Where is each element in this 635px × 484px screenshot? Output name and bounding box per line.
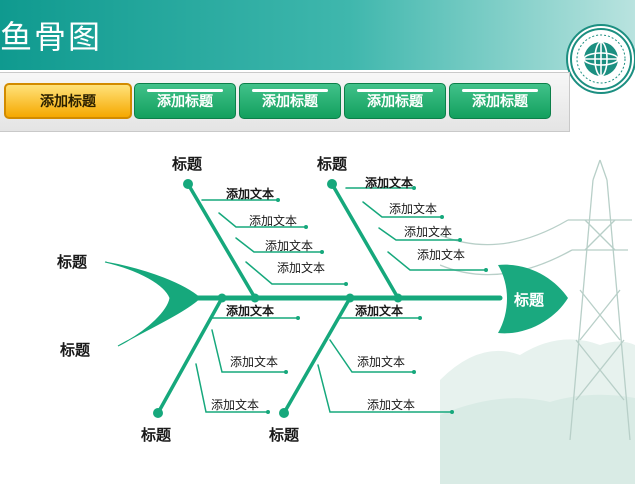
bone-bottom-right	[282, 296, 352, 415]
bone-end-dot	[153, 408, 163, 418]
item-text: 添加文本	[249, 213, 297, 228]
tab-4-highlight	[357, 89, 433, 92]
fish-head	[498, 264, 568, 334]
item-text: 添加文本	[265, 238, 313, 253]
header-banner: 鱼骨图	[0, 0, 635, 70]
page-title: 鱼骨图	[0, 18, 103, 56]
tab-3-label: 添加标题	[262, 94, 318, 110]
item-text: 添加文本	[365, 175, 413, 190]
branch-ur-4	[387, 251, 487, 271]
branch-ll-2	[211, 329, 287, 373]
spine-joint-dot	[345, 293, 355, 303]
branch-end-dot	[320, 250, 324, 254]
item-text: 添加文本	[355, 303, 403, 318]
state-grid-logo-icon	[566, 24, 635, 94]
bone-bottom-left	[156, 296, 224, 415]
tab-2[interactable]: 添加标题	[134, 83, 236, 119]
tail-title-lower: 标题	[59, 341, 91, 359]
branch-end-dot	[412, 370, 416, 374]
branch-ll-3	[195, 363, 269, 413]
item-text: 添加文本	[226, 186, 274, 201]
fishbone-diagram: 标题 标题 标题 标题 标题 标题 标题 添加文本 添加文本 添加文本 添加文本…	[56, 155, 568, 444]
bone-top-left	[186, 182, 257, 300]
branch-ul-3	[235, 237, 323, 253]
branch-end-dot	[418, 316, 422, 320]
branch-end-dot	[458, 238, 462, 242]
bone-top-right	[330, 182, 400, 300]
item-text: 添加文本	[417, 247, 465, 262]
item-text: 添加文本	[389, 201, 437, 216]
item-text: 添加文本	[230, 354, 278, 369]
branch-ur-2	[362, 201, 443, 218]
spine-joint-dot	[250, 293, 260, 303]
item-text: 添加文本	[367, 397, 415, 412]
branch-lr-2	[329, 339, 415, 373]
spine-joint-dot	[217, 293, 227, 303]
branch-end-dot	[484, 268, 488, 272]
fish-tail	[104, 261, 201, 347]
branch-end-dot	[344, 282, 348, 286]
item-text: 添加文本	[277, 260, 325, 275]
tail-title-upper: 标题	[56, 253, 88, 271]
bone-end-dot	[183, 179, 193, 189]
branch-end-dot	[440, 215, 444, 219]
bone-end-dot	[327, 179, 337, 189]
bone-title-bottom-right: 标题	[268, 426, 300, 444]
branch-lr-3	[317, 364, 453, 413]
branch-end-dot	[304, 225, 308, 229]
bone-title-bottom-left: 标题	[140, 426, 172, 444]
bone-end-dot	[279, 408, 289, 418]
branch-end-dot	[276, 198, 280, 202]
tab-2-label: 添加标题	[157, 94, 213, 110]
bone-title-top-right: 标题	[316, 155, 348, 173]
tab-1[interactable]: 添加标题	[4, 83, 132, 119]
branch-end-dot	[412, 186, 416, 190]
item-text: 添加文本	[226, 303, 274, 318]
bone-title-top-left: 标题	[171, 155, 203, 173]
branch-end-dot	[266, 410, 270, 414]
branch-ul-4	[245, 261, 347, 285]
tab-4[interactable]: 添加标题	[344, 83, 446, 119]
pylon-background-icon	[440, 159, 635, 484]
tab-2-highlight	[147, 89, 223, 92]
head-title: 标题	[513, 291, 545, 309]
item-text: 添加文本	[357, 354, 405, 369]
branch-end-dot	[450, 410, 454, 414]
branch-ur-3	[378, 227, 461, 241]
tab-3[interactable]: 添加标题	[239, 83, 341, 119]
spine-joint-dot	[393, 293, 403, 303]
tab-5-highlight	[462, 89, 538, 92]
tab-5[interactable]: 添加标题	[449, 83, 551, 119]
tab-1-label: 添加标题	[40, 94, 96, 110]
branch-ul-2	[218, 212, 307, 228]
item-text: 添加文本	[211, 397, 259, 412]
tab-5-label: 添加标题	[472, 94, 528, 110]
branch-end-dot	[296, 316, 300, 320]
item-text: 添加文本	[404, 224, 452, 239]
tab-4-label: 添加标题	[367, 94, 423, 110]
branch-end-dot	[284, 370, 288, 374]
tab-3-highlight	[252, 89, 328, 92]
